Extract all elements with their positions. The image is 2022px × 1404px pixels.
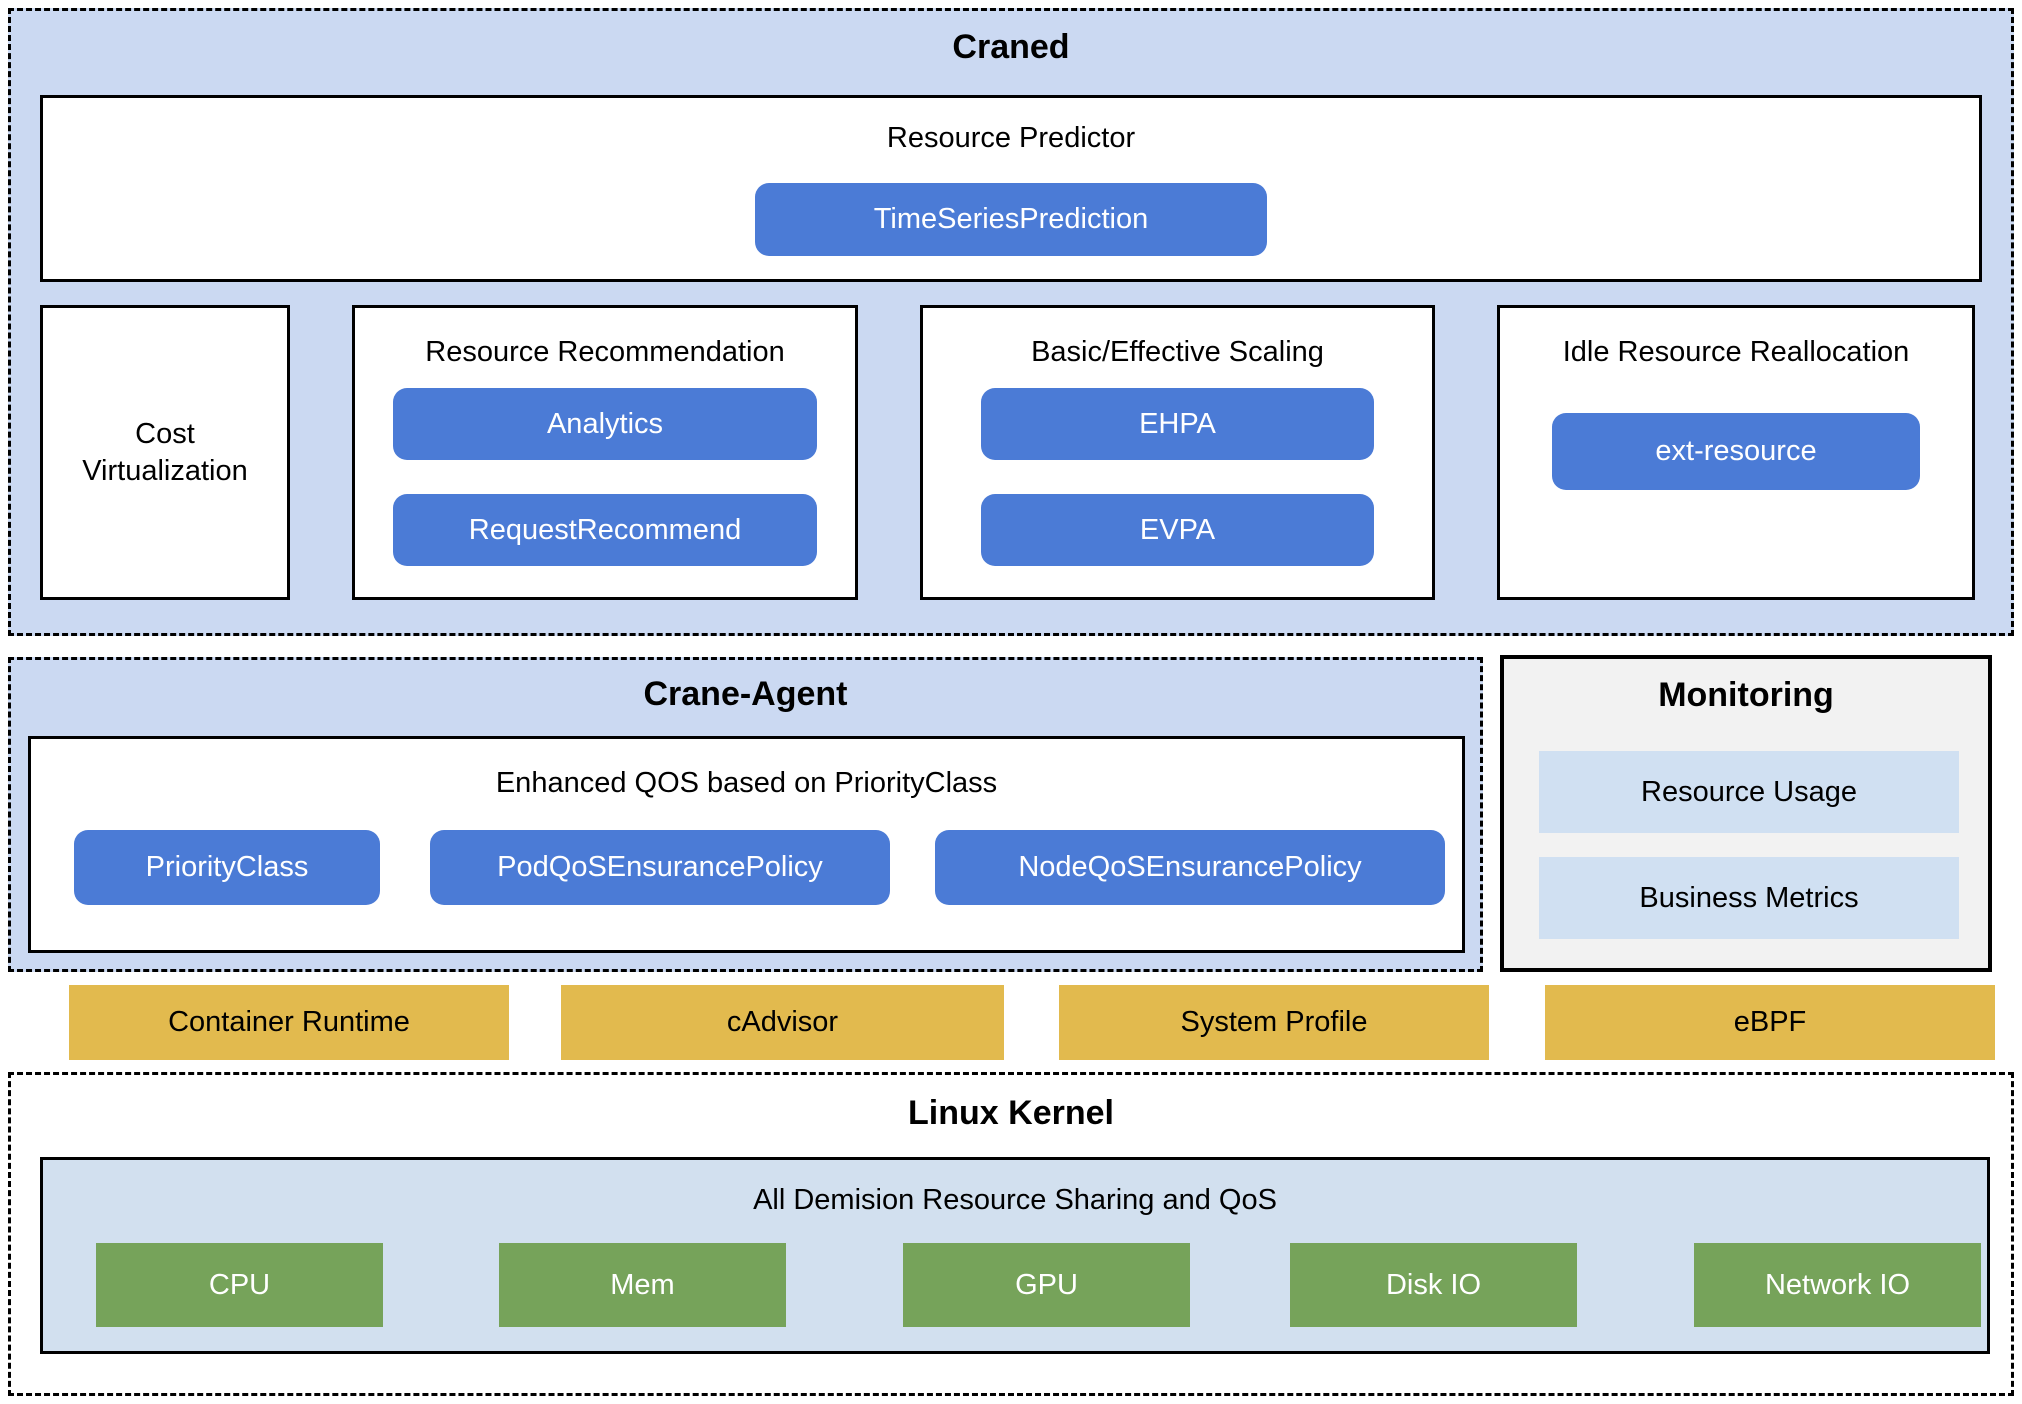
evpa-chip: EVPA	[981, 494, 1374, 566]
cpu-chip: CPU	[96, 1243, 383, 1327]
resource-usage-row: Resource Usage	[1539, 751, 1959, 833]
linux-kernel-title: Linux Kernel	[908, 1094, 1114, 1132]
requestrecommend-chip: RequestRecommend	[393, 494, 817, 566]
resource-sharing-title: All Demision Resource Sharing and QoS	[753, 1184, 1277, 1216]
network-io-chip: Network IO	[1694, 1243, 1981, 1327]
timeseriesprediction-chip: TimeSeriesPrediction	[755, 183, 1267, 256]
mem-chip: Mem	[499, 1243, 786, 1327]
idle-reallocation-title: Idle Resource Reallocation	[1562, 336, 1910, 368]
podqosensurancepolicy-chip: PodQoSEnsurancePolicy	[430, 830, 890, 905]
cadvisor-bar: cAdvisor	[561, 985, 1004, 1060]
resource-recommendation-title: Resource Recommendation	[425, 336, 785, 368]
cost-virtualization-box: Cost Virtualization	[40, 305, 290, 600]
monitoring-section: Monitoring Resource Usage Business Metri…	[1500, 655, 1992, 972]
ehpa-chip: EHPA	[981, 388, 1374, 460]
idle-reallocation-box: Idle Resource Reallocation ext-resource	[1497, 305, 1975, 600]
ebpf-bar: eBPF	[1545, 985, 1995, 1060]
scaling-box: Basic/Effective Scaling EHPA EVPA	[920, 305, 1435, 600]
analytics-chip: Analytics	[393, 388, 817, 460]
ext-resource-chip: ext-resource	[1552, 413, 1920, 490]
resource-recommendation-box: Resource Recommendation Analytics Reques…	[352, 305, 858, 600]
monitoring-title: Monitoring	[1658, 676, 1834, 714]
business-metrics-row: Business Metrics	[1539, 857, 1959, 939]
gpu-chip: GPU	[903, 1243, 1190, 1327]
nodeqosensurancepolicy-chip: NodeQoSEnsurancePolicy	[935, 830, 1445, 905]
container-runtime-bar: Container Runtime	[69, 985, 509, 1060]
linux-kernel-section: Linux Kernel All Demision Resource Shari…	[8, 1072, 2014, 1396]
enhanced-qos-title: Enhanced QOS based on PriorityClass	[495, 767, 998, 799]
scaling-title: Basic/Effective Scaling	[1031, 336, 1324, 368]
resource-sharing-box: All Demision Resource Sharing and QoS CP…	[40, 1157, 1990, 1354]
crane-agent-title: Crane-Agent	[643, 675, 848, 713]
priorityclass-chip: PriorityClass	[74, 830, 380, 905]
resource-predictor-box: Resource Predictor TimeSeriesPrediction	[40, 95, 1982, 282]
system-profile-bar: System Profile	[1059, 985, 1489, 1060]
cost-virtualization-title: Cost Virtualization	[82, 418, 248, 487]
crane-agent-section: Crane-Agent Enhanced QOS based on Priori…	[8, 657, 1483, 972]
disk-io-chip: Disk IO	[1290, 1243, 1577, 1327]
enhanced-qos-box: Enhanced QOS based on PriorityClass Prio…	[28, 736, 1465, 953]
craned-title: Craned	[952, 28, 1070, 66]
resource-predictor-title: Resource Predictor	[886, 122, 1136, 154]
craned-section: Craned Resource Predictor TimeSeriesPred…	[8, 8, 2014, 636]
